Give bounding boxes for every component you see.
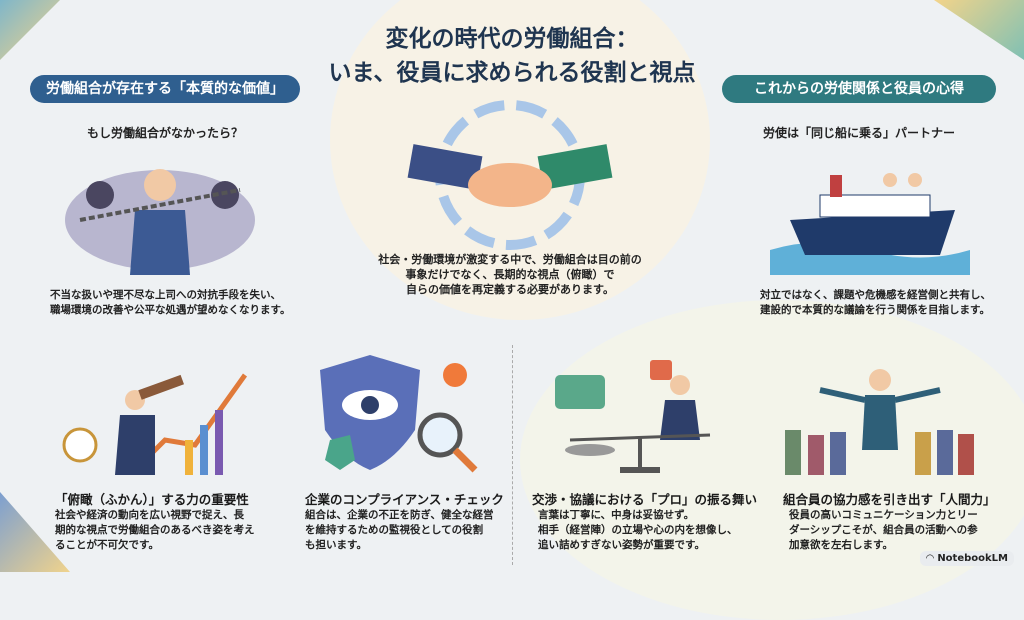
notebooklm-logo: ◠ NotebookLM xyxy=(920,551,1014,566)
card-heading: 交渉・協議における「プロ」の振る舞い xyxy=(532,492,758,507)
left-description: 不当な扱いや理不尽な上司への対抗手段を失い、職場環境の改善や公平な処遇が望めなく… xyxy=(50,289,291,316)
right-section-pill: これからの労使関係と役員の心得 xyxy=(722,75,996,103)
card-body: 社会や経済の動向を広い視野で捉え、長期的な視点で労働組合のあるべき姿を考えること… xyxy=(55,509,255,551)
left-subtitle: もし労働組合がなかったら？ xyxy=(86,126,243,140)
ship-illustration xyxy=(770,173,970,275)
card-heading: 組合員の協力感を引き出す「人間力」 xyxy=(783,492,996,507)
card-body: 組合は、企業の不正を防ぎ、健全な経営を維持するための監視役としての役割も担います… xyxy=(305,509,494,551)
negotiation-illustration xyxy=(555,360,711,473)
card-heading: 「俯瞰（ふかん）」する力の重要性 xyxy=(55,492,249,507)
card-heading: 企業のコンプライアンス・チェック xyxy=(305,492,504,507)
card-body: 役員の高いコミュニケーション力とリーダーシップこそが、組合員の活動への参加意欲を… xyxy=(789,509,978,551)
card-human-power: 組合員の協力感を引き出す「人間力」 役員の高いコミュニケーション力とリーダーシッ… xyxy=(783,489,996,553)
leader-crowd-illustration xyxy=(785,369,974,475)
center-background xyxy=(330,0,710,320)
compliance-illustration xyxy=(320,355,478,473)
card-negotiation: 交渉・協議における「プロ」の振る舞い 言葉は丁寧に、中身は妥協せず。相手（経営陣… xyxy=(532,489,757,553)
right-description: 対立ではなく、課題や危機感を経営側と共有し、建設的で本質的な議論を行う関係を目指… xyxy=(760,289,991,316)
telescope-illustration xyxy=(62,373,248,475)
center-description: 社会・労働環境が激変する中で、労働組合は目の前の事象だけでなく、長期的な視点（俯… xyxy=(378,253,642,296)
page-title: 変化の時代の労働組合：いま、役員に求められる役割と視点 xyxy=(328,26,696,86)
notebooklm-icon: ◠ xyxy=(926,553,938,564)
handshake-illustration xyxy=(407,100,613,250)
section-divider xyxy=(512,345,513,565)
left-section-pill: 労働組合が存在する「本質的な価値」 xyxy=(30,75,300,103)
card-compliance: 企業のコンプライアンス・チェック 組合は、企業の不正を防ぎ、健全な経営を維持する… xyxy=(305,489,504,553)
oppression-illustration xyxy=(65,169,255,275)
card-body: 言葉は丁寧に、中身は妥協せず。相手（経営陣）の立場や心の内を想像し、追い詰めすぎ… xyxy=(538,509,738,551)
right-subtitle: 労使は「同じ船に乗る」パートナー xyxy=(762,126,955,140)
card-overview: 「俯瞰（ふかん）」する力の重要性 社会や経済の動向を広い視野で捉え、長期的な視点… xyxy=(55,489,255,553)
